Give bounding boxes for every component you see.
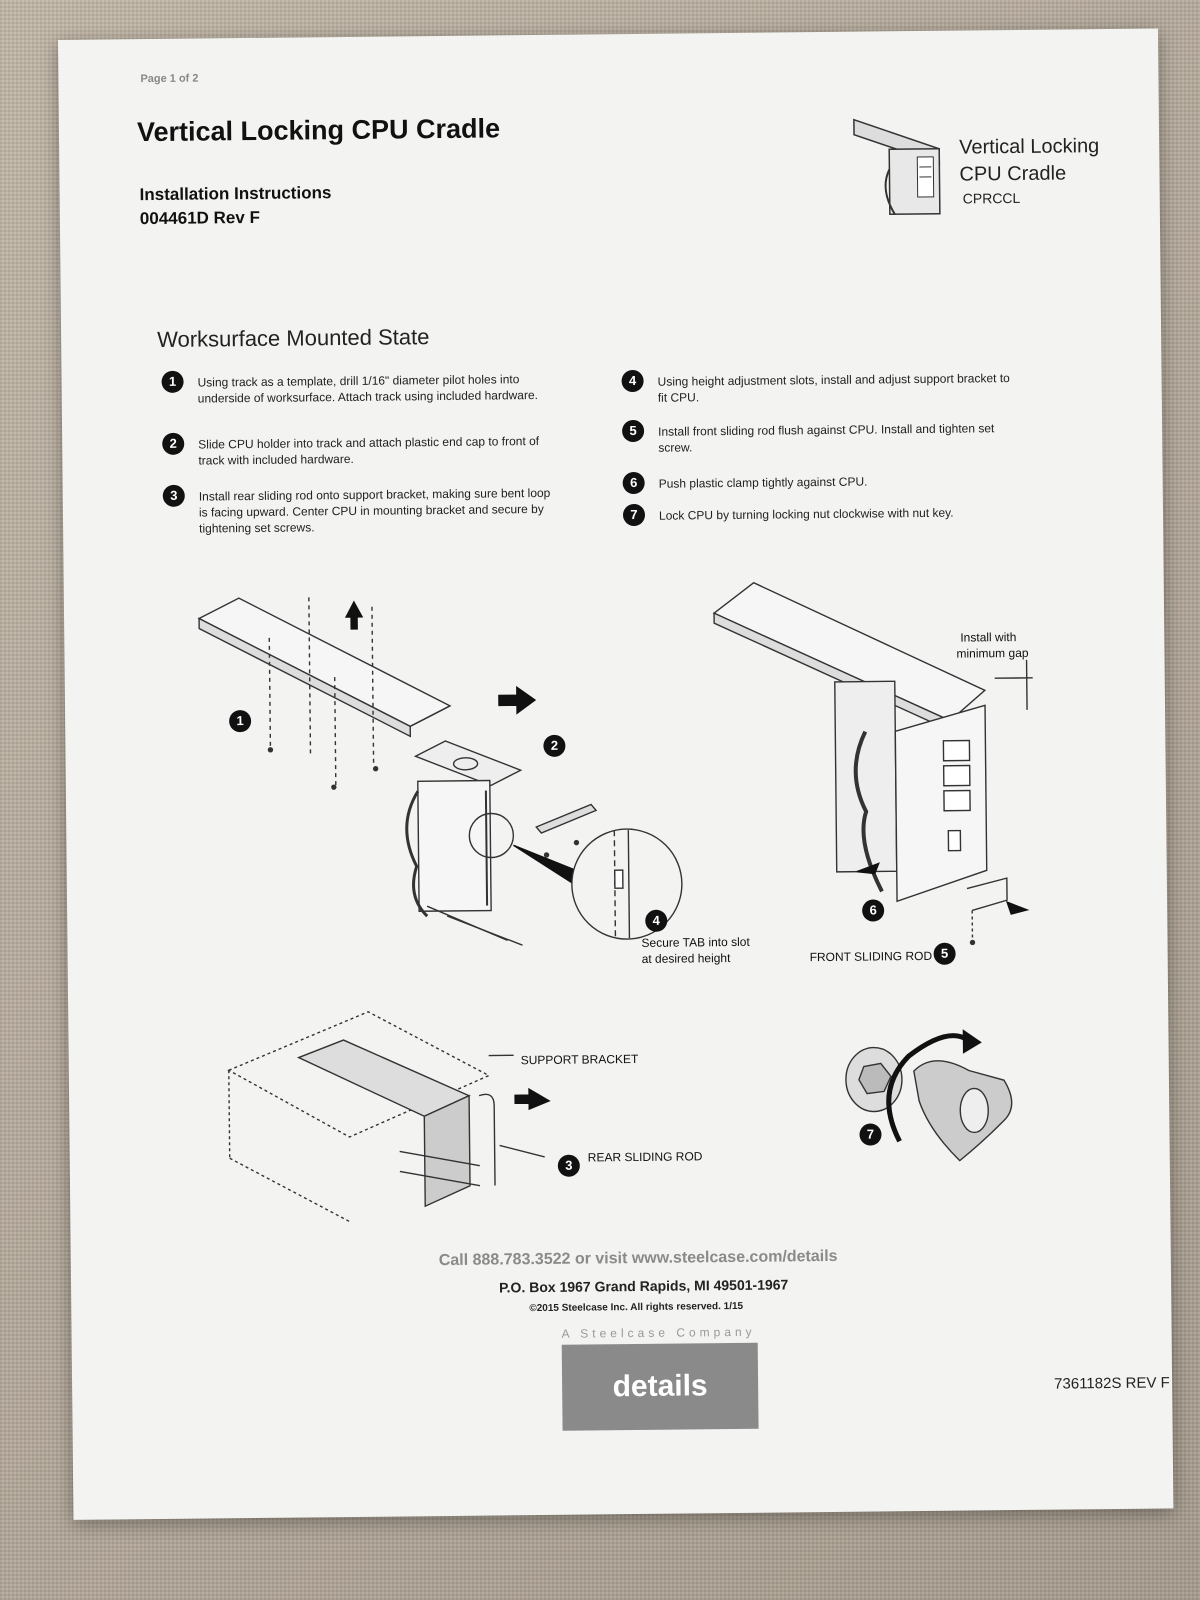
copyright-line: ©2015 Steelcase Inc. All rights reserved… (529, 1300, 744, 1315)
installation-diagrams (197, 581, 1033, 1223)
gap-note-line2: minimum gap (956, 645, 1029, 661)
front-rod-label: FRONT SLIDING ROD (809, 948, 933, 965)
callout-number: 4 (645, 909, 668, 932)
tab-note-line1: Secure TAB into slot (641, 934, 750, 950)
callout-number: 7 (859, 1123, 882, 1146)
callout-number: 1 (229, 710, 252, 733)
callout-number: 5 (933, 942, 956, 965)
address-line: P.O. Box 1967 Grand Rapids, MI 49501-196… (499, 1276, 789, 1296)
company-tagline: A Steelcase Company (561, 1324, 756, 1341)
tab-note-line2: at desired height (641, 951, 731, 966)
details-logo: details (561, 1342, 759, 1431)
callout-number: 3 (557, 1154, 580, 1177)
support-bracket-diagram (227, 1011, 551, 1223)
callout-number: 2 (543, 734, 566, 757)
support-bracket-label: SUPPORT BRACKET (520, 1051, 639, 1068)
gap-note-line1: Install with (960, 629, 1017, 645)
locking-nut-diagram (845, 1029, 1013, 1162)
mounted-cradle-diagram (712, 581, 1033, 946)
callout-number: 6 (862, 899, 885, 922)
product-thumbnail (853, 118, 941, 216)
track-diagram (197, 597, 683, 946)
rear-rod-label: REAR SLIDING ROD (587, 1149, 703, 1165)
part-number: 7361182S REV F (1054, 1374, 1170, 1393)
instruction-sheet: Page 1 of 2 Vertical Locking CPU Cradle … (58, 28, 1174, 1520)
contact-line: Call 888.783.3522 or visit www.steelcase… (438, 1247, 838, 1270)
